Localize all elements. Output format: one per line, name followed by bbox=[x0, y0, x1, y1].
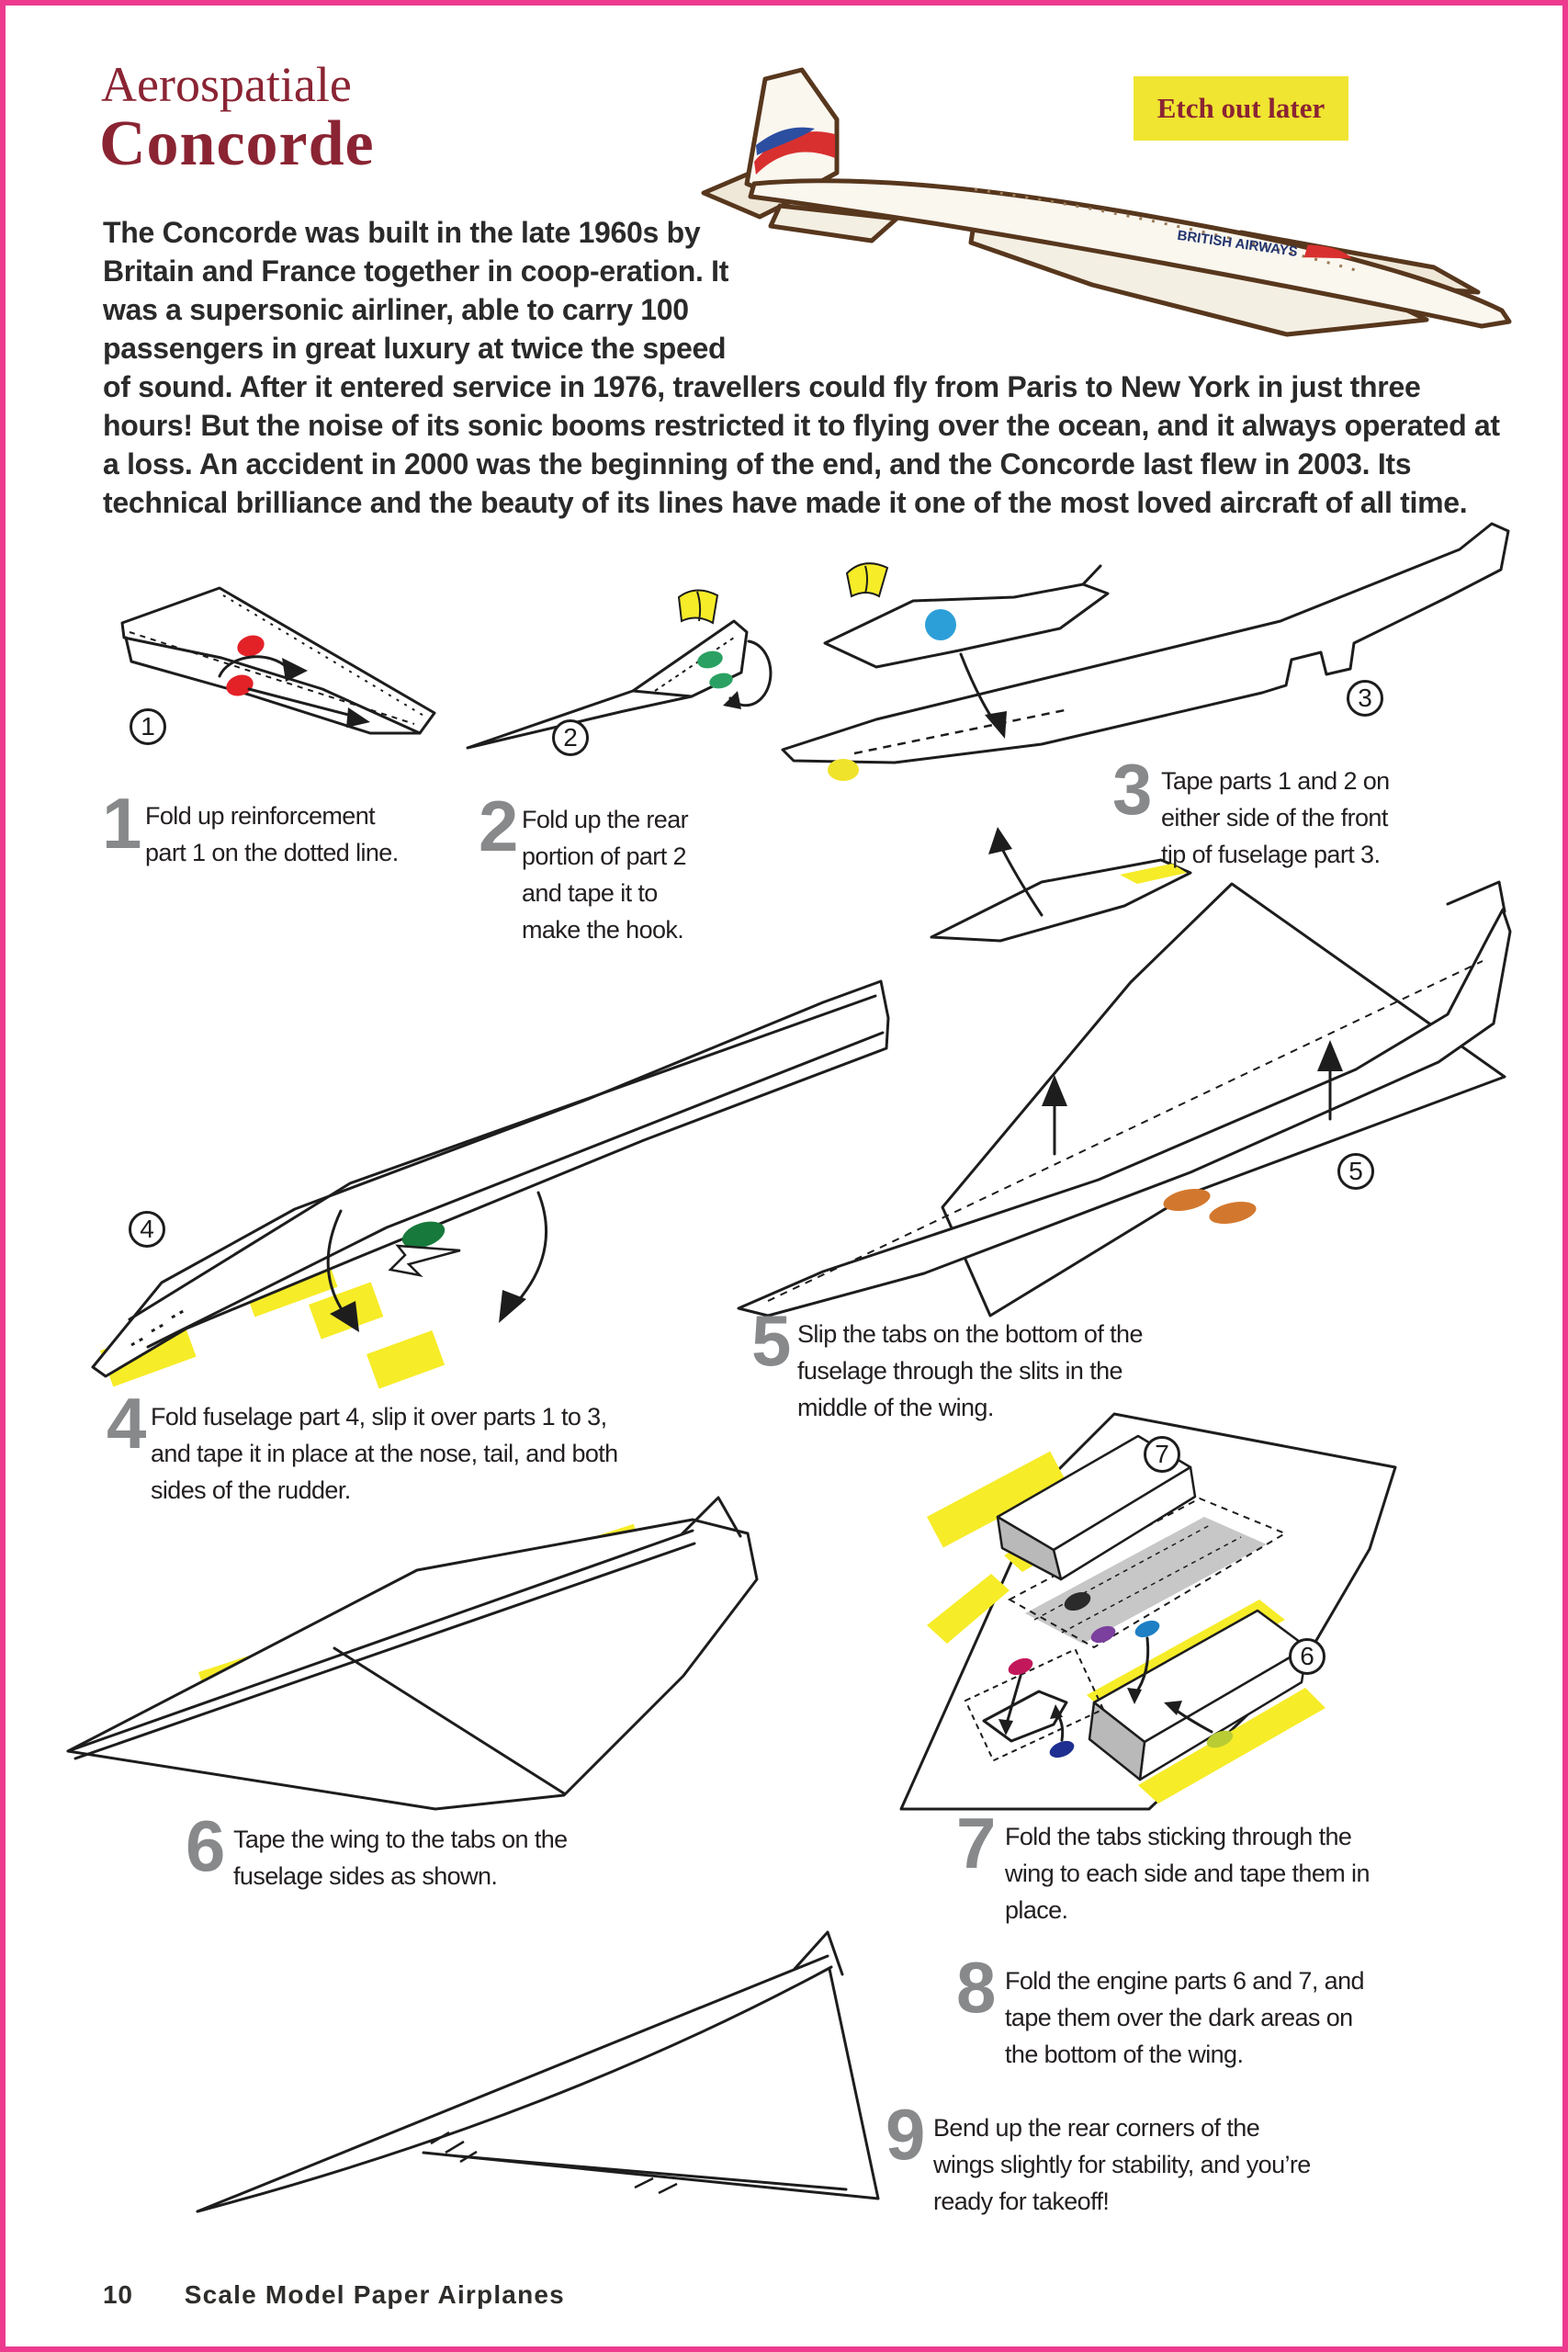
step6-diagram bbox=[66, 1496, 759, 1811]
step-number: 2 bbox=[479, 786, 519, 866]
step-instruction: Tape the wing to the tabs on the fuselag… bbox=[233, 1826, 568, 1890]
step-number: 4 bbox=[107, 1383, 147, 1464]
hero-wrap-spacer bbox=[732, 213, 1517, 334]
step-instruction: Slip the tabs on the bottom of the fusel… bbox=[797, 1320, 1143, 1421]
step1-diagram bbox=[120, 586, 436, 735]
step-number: 3 bbox=[1112, 749, 1153, 830]
etch-out-later-badge: Etch out later bbox=[1134, 76, 1348, 141]
step-instruction: Fold up the rear portion of part 2 and t… bbox=[522, 806, 689, 944]
finished-concorde-illustration: BRITISH AIRWAYS bbox=[701, 67, 1512, 337]
step-number: 9 bbox=[886, 2094, 926, 2175]
step-number: 1 bbox=[102, 783, 142, 864]
page-title-aircraft: Concorde bbox=[99, 108, 375, 179]
part-label-circle-3: 3 bbox=[1347, 680, 1383, 717]
part-label-circle-4: 4 bbox=[129, 1211, 165, 1248]
part-label-circle-5: 5 bbox=[1337, 1153, 1374, 1190]
page-number: 10 bbox=[103, 2280, 133, 2309]
step-number: 8 bbox=[956, 1947, 997, 2028]
step2-diagram bbox=[466, 589, 773, 750]
step9-diagram bbox=[196, 1930, 880, 2213]
step-instruction: Fold fuselage part 4, slip it over parts… bbox=[151, 1403, 618, 1504]
step-number: 6 bbox=[186, 1805, 226, 1886]
part-label-circle-7: 7 bbox=[1144, 1436, 1180, 1473]
step-instruction: Bend up the rear corners of the wings sl… bbox=[933, 2114, 1311, 2215]
step5-diagram bbox=[737, 880, 1512, 1317]
intro-paragraph: The Concorde was built in the late 1960s… bbox=[103, 213, 1517, 522]
step-instruction: Fold the tabs sticking through the wing … bbox=[1005, 1823, 1370, 1924]
step-number: 5 bbox=[751, 1300, 792, 1381]
part-label-circle-2: 2 bbox=[552, 719, 589, 756]
step7-diagram bbox=[899, 1412, 1397, 1811]
part-label-circle-6: 6 bbox=[1289, 1638, 1325, 1675]
page-footer: 10 Scale Model Paper Airplanes bbox=[103, 2280, 565, 2310]
step-instruction: Fold the engine parts 6 and 7, and tape … bbox=[1005, 1967, 1365, 2068]
step-instruction: Fold up reinforcement part 1 on the dott… bbox=[145, 802, 399, 866]
book-title: Scale Model Paper Airplanes bbox=[184, 2280, 565, 2309]
step-instruction: Tape parts 1 and 2 on either side of the… bbox=[1161, 767, 1390, 868]
part-label-circle-1: 1 bbox=[130, 708, 166, 745]
step-number: 7 bbox=[956, 1803, 997, 1883]
page-title-manufacturer: Aerospatiale bbox=[101, 57, 352, 112]
step3-diagram bbox=[781, 522, 1510, 943]
step4-diagram bbox=[91, 979, 890, 1389]
